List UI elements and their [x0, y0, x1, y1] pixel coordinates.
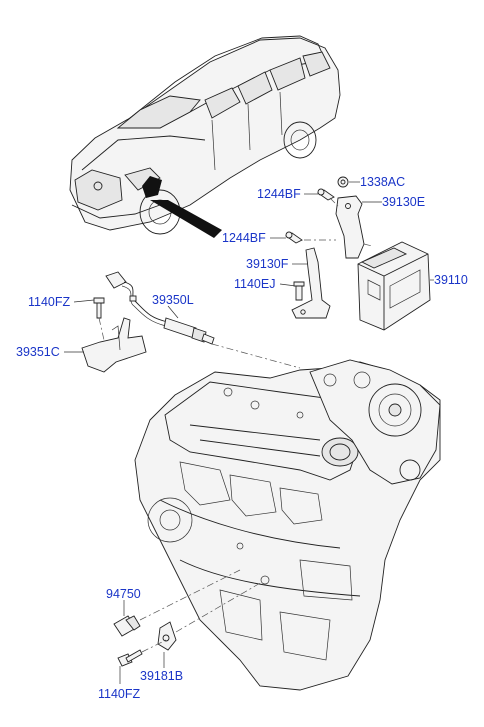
part-labels: 1338AC 1244BF 39130E 1244BF 39130F 39110… — [16, 175, 468, 701]
oxygen-sensor-assembly — [64, 271, 301, 373]
sensor-39181b — [157, 621, 177, 651]
vehicle-illustration — [69, 35, 341, 238]
bracket-39130f — [291, 247, 331, 319]
bracket-39130e — [335, 195, 365, 259]
engine-illustration — [134, 359, 441, 691]
bolt-1140ej — [293, 281, 305, 301]
label-1140ej: 1140EJ — [234, 277, 275, 291]
turbocharger — [309, 359, 441, 485]
ecu-assembly — [270, 176, 434, 331]
label-1244bf-top: 1244BF — [257, 187, 301, 201]
label-39181b: 39181B — [140, 669, 183, 683]
bolt-1140fz-top — [93, 297, 105, 319]
sensor-94750 — [113, 615, 141, 637]
bracket-39351c — [81, 317, 147, 373]
ecu-39110 — [357, 241, 431, 331]
label-39351c: 39351C — [16, 345, 60, 359]
sensors-lower — [113, 569, 263, 684]
label-1338ac: 1338AC — [360, 175, 405, 189]
label-39350l: 39350L — [152, 293, 194, 307]
label-1140fz-top: 1140FZ — [28, 295, 71, 309]
label-94750: 94750 — [106, 587, 141, 601]
label-39130f: 39130F — [246, 257, 289, 271]
label-1244bf-middle: 1244BF — [222, 231, 266, 245]
label-1140fz-bottom: 1140FZ — [98, 687, 141, 701]
label-39130e: 39130E — [382, 195, 425, 209]
bolt-1244bf-middle — [285, 231, 303, 244]
bolt-1140fz-bottom — [117, 649, 143, 667]
label-39110: 39110 — [434, 273, 468, 287]
nut-1338ac — [337, 176, 349, 188]
bolt-1244bf-top — [317, 188, 335, 201]
